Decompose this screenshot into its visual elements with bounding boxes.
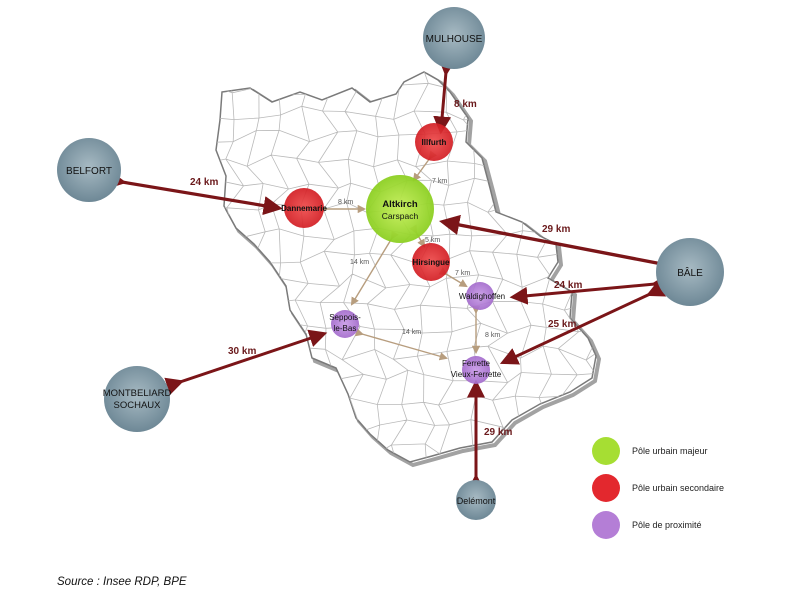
legend-secondary-swatch (592, 474, 620, 502)
city-montbeliard (104, 366, 170, 432)
city-mulhouse (423, 7, 485, 69)
pole-altkirch (366, 175, 434, 243)
dist-bale-ferrette: 25 km (548, 319, 576, 330)
legend-item-proximity: Pôle de proximité (592, 511, 702, 539)
arrow-bale-altkirch (438, 214, 679, 277)
pole-waldighoffen (466, 282, 494, 310)
external-cities: MULHOUSE BELFORT BÂLE MONTBELIARD SOCHAU… (57, 7, 724, 520)
legend-proximity-swatch (592, 511, 620, 539)
arrow-illfurth-altkirch (412, 150, 438, 182)
pole-seppois (331, 310, 359, 338)
city-montbeliard-label-2: SOCHAUX (114, 400, 162, 411)
pole-seppois-label-1: Seppois- (329, 313, 361, 322)
pole-hirsingue-label: Hirsingue (413, 258, 450, 267)
pole-waldighoffen-label: Waldighoffen (459, 292, 505, 301)
arrow-altkirch-seppois (350, 230, 399, 306)
connection-arrows (106, 57, 679, 492)
pole-illfurth (415, 123, 453, 161)
arrow-seppois-ferrette (354, 328, 449, 361)
legend-item-secondary: Pôle urbain secondaire (592, 474, 724, 502)
city-delemont-label: Delémont (457, 496, 496, 506)
pole-hirsingue (412, 243, 450, 281)
city-belfort (57, 138, 121, 202)
dist-seppois-ferrette: 14 km (402, 329, 421, 336)
arrow-belfort-dannemarie (106, 170, 283, 216)
city-belfort-label: BELFORT (66, 166, 112, 177)
dist-bale-waldighoffen: 24 km (554, 280, 582, 291)
city-bale-label: BÂLE (677, 266, 703, 279)
pole-altkirch-label: Altkirch (382, 199, 418, 210)
legend-major-label: Pôle urbain majeur (632, 446, 708, 456)
arrow-hirsingue-waldighoffen (438, 267, 468, 288)
legend-proximity-label: Pôle de proximité (632, 520, 702, 530)
city-delemont (456, 480, 496, 520)
legend-major-swatch (592, 437, 620, 465)
city-mulhouse-label: MULHOUSE (426, 34, 483, 45)
legend-item-major: Pôle urbain majeur (592, 437, 708, 465)
dist-mulhouse-illfurth: 8 km (454, 99, 477, 110)
dist-illfurth-altkirch: 7 km (432, 178, 447, 185)
pole-illfurth-label: Illfurth (422, 138, 447, 147)
source-note: Source : Insee RDP, BPE (57, 576, 187, 588)
territory-shape (215, 71, 602, 468)
arrow-montbeliard-seppois (164, 329, 328, 395)
distance-labels: 8 km 24 km 29 km 24 km 25 km 30 km 29 km… (190, 99, 582, 438)
dist-hirsingue-waldighoffen: 7 km (455, 270, 470, 277)
dist-belfort-dannemarie: 24 km (190, 177, 218, 188)
pole-ferrette-label-1: Ferrette (462, 359, 491, 368)
dist-dannemarie-altkirch: 8 km (338, 199, 353, 206)
city-montbeliard-label-1: MONTBELIARD (103, 388, 172, 399)
poles: Altkirch Carspach Illfurth Dannemarie Hi… (281, 123, 505, 384)
pole-ferrette-label-2: Vieux-Ferrette (451, 370, 502, 379)
dist-altkirch-hirsingue: 5 km (425, 237, 440, 244)
arrow-mulhouse-illfurth (433, 57, 457, 135)
pole-altkirch-sublabel: Carspach (382, 211, 419, 221)
pole-ferrette (462, 356, 490, 384)
dist-altkirch-seppois: 14 km (350, 259, 369, 266)
arrow-bale-ferrette (499, 280, 667, 365)
pole-dannemarie-label: Dannemarie (281, 204, 327, 213)
dist-bale-altkirch: 29 km (542, 224, 570, 235)
dist-waldighoffen-ferrette: 8 km (485, 332, 500, 339)
legend-secondary-label: Pôle urbain secondaire (632, 483, 725, 493)
dist-delemont-ferrette: 29 km (484, 427, 512, 438)
pole-dannemarie (284, 188, 324, 228)
pole-seppois-label-2: le-Bas (334, 324, 357, 333)
dist-montbeliard-seppois: 30 km (228, 346, 256, 357)
city-bale (656, 238, 724, 306)
